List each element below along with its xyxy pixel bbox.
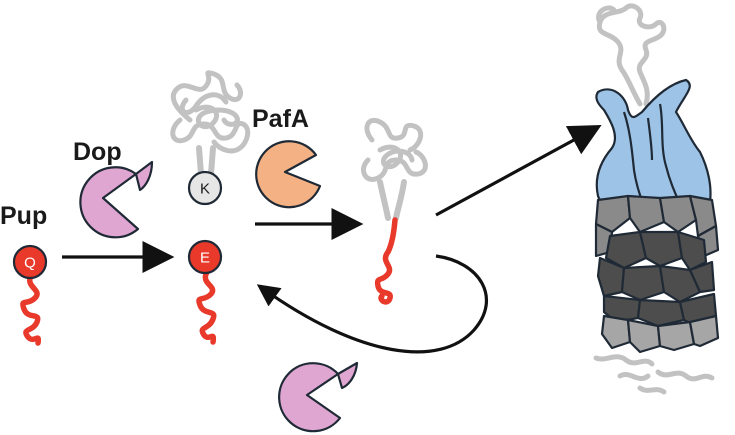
pupe-tail xyxy=(196,269,217,345)
glutamate-label: E xyxy=(200,250,210,267)
glutamine-label: Q xyxy=(24,255,36,272)
glutamine-residue xyxy=(12,244,48,280)
dop-enzyme xyxy=(79,160,154,239)
pupylated-tail xyxy=(374,217,398,305)
pacman-enzyme-icon xyxy=(278,362,342,433)
pafa-label: PafA xyxy=(252,105,309,133)
lysine-residue xyxy=(187,170,223,206)
pup-label: Pup xyxy=(0,202,47,230)
deamidated-pup: E xyxy=(187,239,223,345)
pafa-enzyme xyxy=(255,140,322,209)
glutamate-residue xyxy=(187,239,223,275)
dop-label: Dop xyxy=(73,138,122,166)
pacman-enzyme-icon xyxy=(255,140,322,209)
pupylated-substrate xyxy=(361,118,428,305)
to-proteasome-arrow xyxy=(435,124,602,217)
depupylation-recycle-arrow xyxy=(256,254,488,354)
pacman-enzyme-icon xyxy=(79,166,140,239)
pup-molecule: Q xyxy=(12,244,48,346)
dop-enzyme-recycling xyxy=(278,361,359,433)
pup-tail xyxy=(20,273,42,346)
substrate-protein-k: K xyxy=(170,70,251,206)
lysine-label: K xyxy=(200,181,210,198)
proteasome-icon xyxy=(593,3,720,395)
